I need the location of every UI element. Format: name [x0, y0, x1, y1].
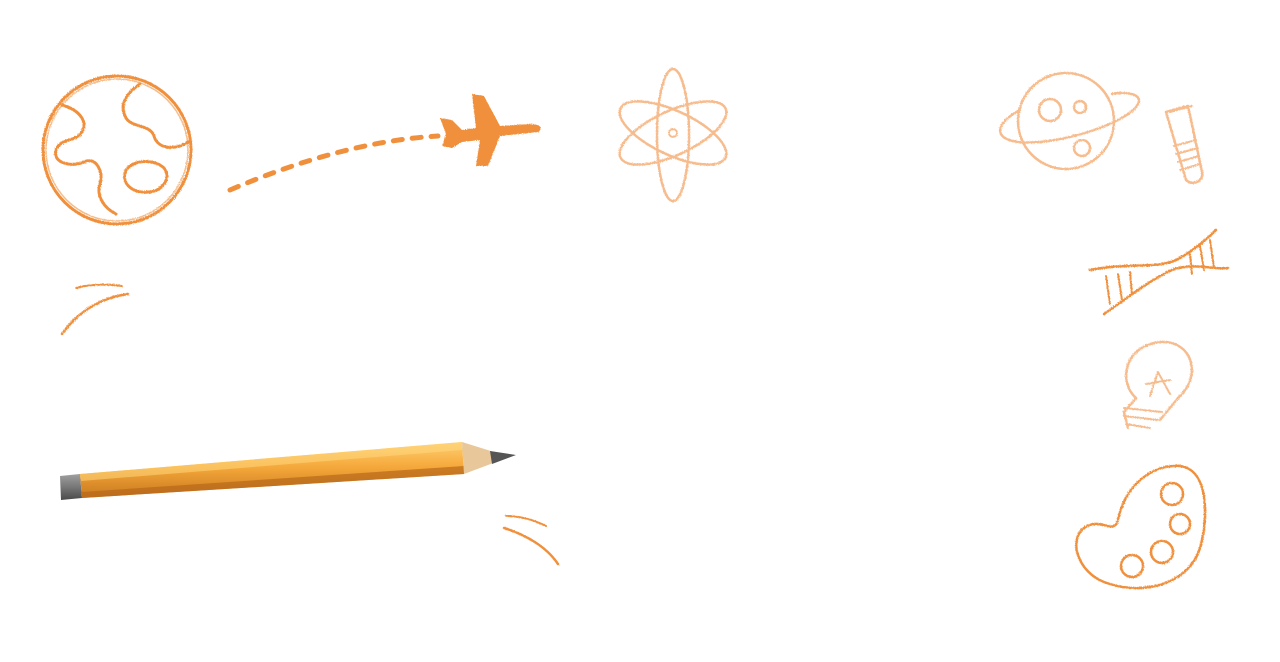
- pencil-icon: [60, 442, 516, 500]
- atom-icon: [618, 67, 728, 203]
- dna-icon: [1088, 228, 1230, 316]
- airplane-icon: [440, 94, 541, 166]
- planet-icon: [998, 71, 1141, 171]
- motion-lines: [60, 283, 130, 336]
- motion-lines: [502, 515, 560, 566]
- test-tube-icon: [1164, 104, 1204, 184]
- globe-icon: [41, 74, 193, 226]
- light-bulb-icon: [1122, 340, 1194, 430]
- paint-palette-icon: [1075, 464, 1207, 590]
- flight-path: [227, 133, 441, 193]
